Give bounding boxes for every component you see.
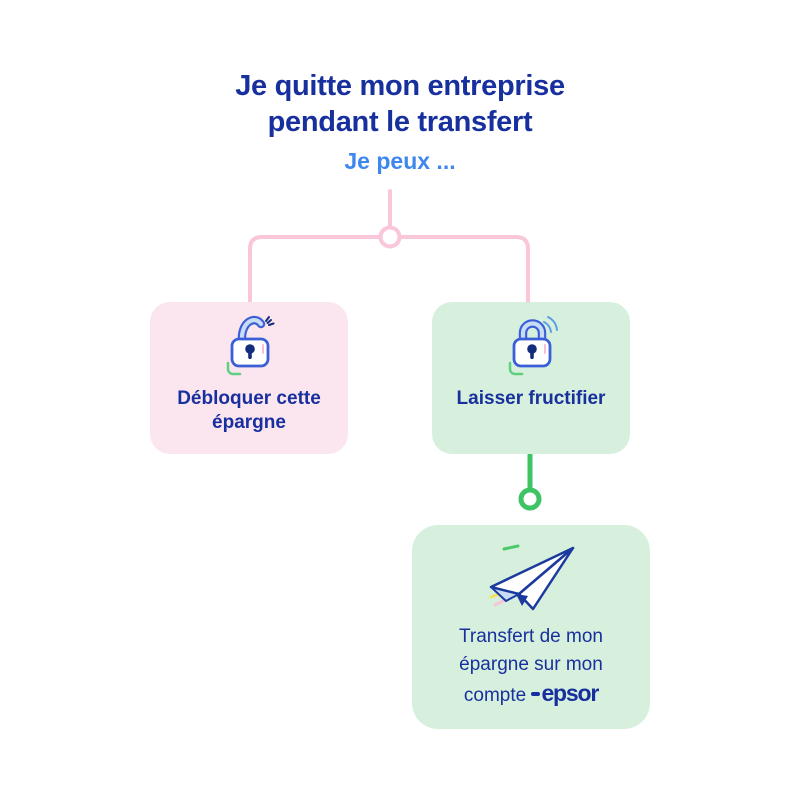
branch-label-grow: Laisser fructifier (456, 388, 606, 409)
page-title: Je quitte mon entreprise pendant le tran… (0, 68, 800, 140)
junction-ring-green (518, 487, 542, 511)
padlock-open-icon (226, 315, 275, 376)
outcome-text-content: Transfert de mon épargne sur mon compte (459, 626, 603, 706)
outcome-card-transfer: Transfert de mon épargne sur mon compte … (412, 525, 650, 729)
branch-label-unlock: Débloquer cette épargne (177, 388, 321, 433)
epsor-logo-text: epsor (541, 680, 599, 706)
page-title-line2: pendant le transfert (267, 106, 533, 138)
page-subtitle: Je peux ... (344, 148, 456, 174)
branch-card-unlock: Débloquer cette épargne (150, 302, 348, 454)
branch-line-right (397, 235, 530, 304)
epsor-logo: epsor (531, 680, 599, 706)
outcome-text: Transfert de mon épargne sur mon compte … (433, 623, 629, 710)
branch-card-grow: Laisser fructifier (432, 302, 630, 454)
epsor-logo-dash (531, 692, 541, 696)
page-title-line1: Je quitte mon entreprise (235, 70, 565, 102)
paper-plane-icon (489, 544, 575, 611)
junction-ring-pink (378, 225, 402, 249)
branch-line-left (248, 235, 383, 304)
padlock-closed-icon (508, 316, 558, 376)
